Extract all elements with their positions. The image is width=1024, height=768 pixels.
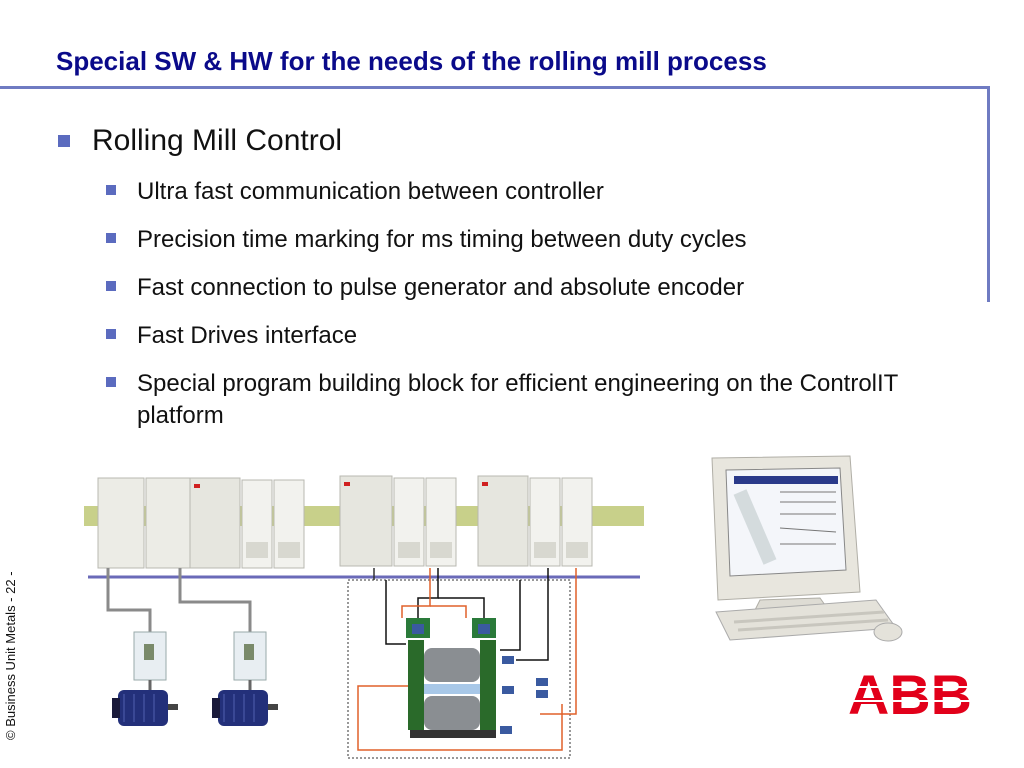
sub-bullet-text: Ultra fast communication between control… xyxy=(137,178,604,205)
controller-rack-icon xyxy=(477,475,593,567)
bullet-square-icon xyxy=(58,135,70,147)
abb-logo: ABB xyxy=(848,666,974,718)
title-divider xyxy=(0,86,990,89)
controller-rack-icon xyxy=(97,477,305,569)
bullet-square-icon xyxy=(106,233,116,243)
sub-bullet-text: Fast connection to pulse generator and a… xyxy=(137,274,745,301)
sub-bullet-text: Fast Drives interface xyxy=(137,322,358,349)
bullet-square-icon xyxy=(106,329,116,339)
motor-icon xyxy=(112,690,178,726)
sub-bullet: Fast connection to pulse generator and a… xyxy=(106,272,926,304)
sub-bullet-text: Precision time marking for ms timing bet… xyxy=(137,226,747,253)
motor-icon xyxy=(212,690,278,726)
sub-bullet: Precision time marking for ms timing bet… xyxy=(106,224,926,256)
drive-icon xyxy=(133,631,167,681)
hardware-diagram xyxy=(84,475,644,759)
main-bullet-text: Rolling Mill Control xyxy=(92,124,343,157)
computer-icon xyxy=(711,455,903,642)
right-divider xyxy=(987,86,990,302)
sub-bullet: Special program building block for effic… xyxy=(106,368,926,432)
computer-monitor-icon xyxy=(711,455,861,617)
footer-text: © Business Unit Metals - 22 - xyxy=(3,571,18,740)
mouse-icon xyxy=(873,622,903,642)
sub-bullet: Fast Drives interface xyxy=(106,320,926,352)
sub-bullet: Ultra fast communication between control… xyxy=(106,176,926,208)
controller-rack-icon xyxy=(339,475,457,567)
drive-icon xyxy=(233,631,267,681)
svg-text:ABB: ABB xyxy=(848,666,972,718)
sub-bullet-text: Special program building block for effic… xyxy=(137,370,898,429)
rolling-stand-icon xyxy=(406,618,548,738)
bullet-square-icon xyxy=(106,377,116,387)
keyboard-icon xyxy=(715,599,897,641)
bullet-square-icon xyxy=(106,185,116,195)
bullet-square-icon xyxy=(106,281,116,291)
slide-title: Special SW & HW for the needs of the rol… xyxy=(56,46,767,76)
main-bullet: Rolling Mill Control xyxy=(58,124,342,158)
